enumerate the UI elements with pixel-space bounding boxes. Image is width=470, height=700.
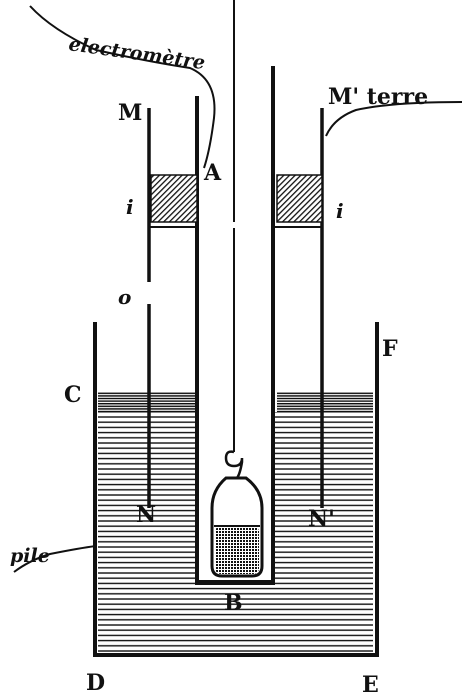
label-pile: pile — [10, 545, 50, 567]
label-E: E — [362, 672, 379, 698]
label-i-left: i — [126, 195, 134, 219]
label-C: C — [64, 382, 82, 408]
wire-electrometre — [29, 5, 216, 169]
label-B: B — [224, 590, 243, 616]
outer-vessel-wall — [93, 322, 379, 657]
insulator-rings — [149, 174, 323, 228]
outer-vessel — [93, 322, 379, 657]
label-M-prime-terre: M' terre — [328, 84, 428, 110]
insulator-right — [276, 174, 323, 223]
label-electrometre: electromètre — [67, 33, 206, 74]
label-A: A — [203, 160, 222, 186]
wire-terre — [325, 101, 463, 137]
label-D: D — [86, 670, 105, 696]
label-N: N — [136, 502, 156, 528]
labels: electromètre M M' terre A i i o F C N N'… — [10, 33, 428, 698]
hook — [224, 450, 244, 479]
label-M: M — [118, 100, 142, 126]
label-N-prime: N' — [308, 506, 335, 532]
label-o: o — [118, 285, 131, 309]
vial-contents — [215, 526, 259, 574]
inner-tube-bottom — [195, 580, 275, 585]
insulator-left — [150, 174, 198, 223]
inner-tube — [195, 66, 275, 585]
suspension-wire — [224, 0, 244, 479]
connecting-wires — [13, 5, 463, 573]
liquid-surface-band-right — [277, 392, 373, 412]
label-i-right: i — [336, 199, 344, 223]
label-F: F — [382, 336, 398, 362]
suspended-vial — [210, 476, 264, 578]
wire-pile — [13, 545, 97, 573]
